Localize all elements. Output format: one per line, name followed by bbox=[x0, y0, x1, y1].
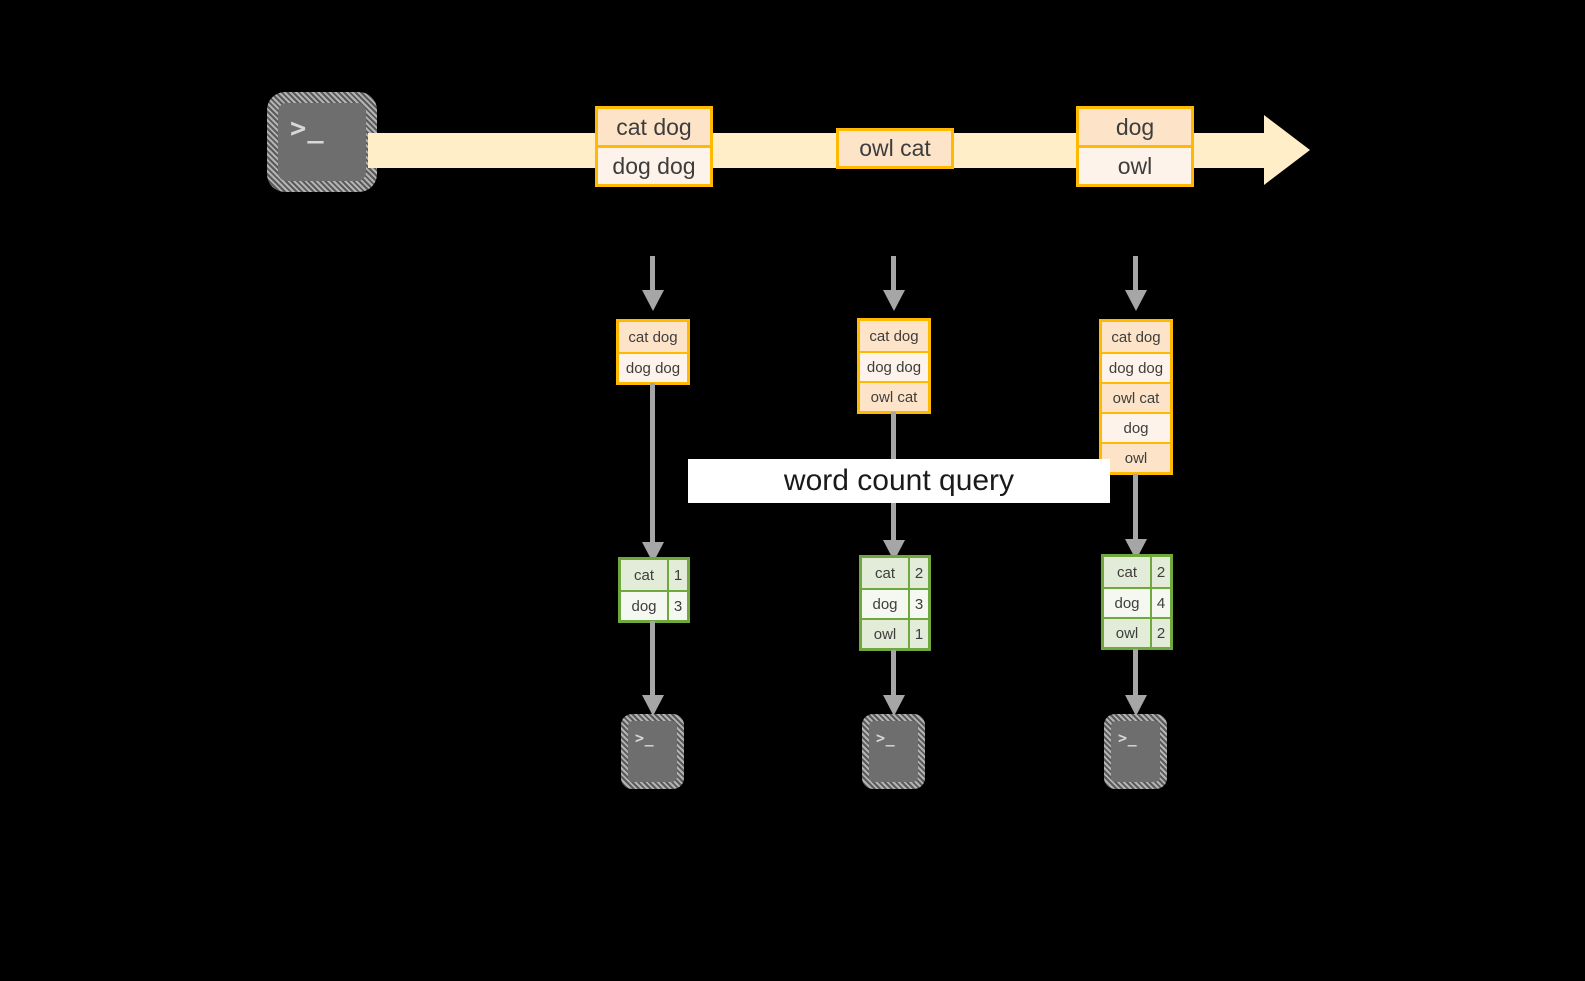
terminal-prompt-glyph: >_ bbox=[876, 729, 896, 747]
snapshot-row: cat dog bbox=[1102, 322, 1170, 352]
snapshot-table-3: cat dog dog dog owl cat dog owl bbox=[1099, 319, 1173, 475]
snapshot-row: dog bbox=[1102, 412, 1170, 442]
result-word: cat bbox=[621, 560, 667, 590]
sink-terminal-icon-3: >_ bbox=[1104, 714, 1167, 789]
stream-to-snapshot-connector-3 bbox=[1133, 256, 1138, 290]
result-word: owl bbox=[862, 620, 908, 648]
stream-event-line: cat dog bbox=[598, 109, 710, 145]
result-count: 3 bbox=[667, 592, 687, 620]
snapshot-to-result-connector-1 bbox=[650, 383, 655, 563]
snapshot-row: owl bbox=[1102, 442, 1170, 472]
result-row: cat 2 bbox=[1104, 557, 1170, 587]
stream-to-snapshot-connector-1 bbox=[650, 256, 655, 290]
result-count: 4 bbox=[1150, 589, 1170, 617]
snapshot-row: cat dog bbox=[619, 322, 687, 352]
snapshot-row: cat dog bbox=[860, 321, 928, 351]
stream-event-line: owl cat bbox=[839, 131, 951, 166]
snapshot-row: dog dog bbox=[619, 352, 687, 382]
stream-event-line: dog dog bbox=[598, 145, 710, 184]
terminal-face bbox=[869, 721, 918, 782]
result-count: 1 bbox=[908, 620, 928, 648]
result-word: dog bbox=[862, 590, 908, 618]
result-to-sink-connector-1 bbox=[650, 621, 655, 701]
result-table-3: cat 2 dog 4 owl 2 bbox=[1101, 554, 1173, 650]
result-to-sink-arrowhead-2 bbox=[883, 695, 905, 716]
result-word: dog bbox=[1104, 589, 1150, 617]
result-count: 2 bbox=[908, 558, 928, 588]
result-to-sink-arrowhead-3 bbox=[1125, 695, 1147, 716]
stream-to-snapshot-connector-2 bbox=[891, 256, 896, 290]
result-to-sink-connector-3 bbox=[1133, 649, 1138, 701]
snapshot-row: owl cat bbox=[1102, 382, 1170, 412]
event-stream-arrowhead bbox=[1264, 115, 1310, 185]
result-word: cat bbox=[862, 558, 908, 588]
result-word: owl bbox=[1104, 619, 1150, 647]
result-count: 2 bbox=[1150, 619, 1170, 647]
result-count: 3 bbox=[908, 590, 928, 618]
terminal-prompt-glyph: >_ bbox=[290, 113, 325, 144]
source-terminal-icon: >_ bbox=[267, 92, 377, 192]
result-word: dog bbox=[621, 592, 667, 620]
result-row: owl 1 bbox=[862, 618, 928, 648]
result-row: dog 4 bbox=[1104, 587, 1170, 617]
terminal-face bbox=[1111, 721, 1160, 782]
stream-event-3: dog owl bbox=[1076, 106, 1194, 187]
result-row: cat 2 bbox=[862, 558, 928, 588]
stream-to-snapshot-arrowhead-3 bbox=[1125, 290, 1147, 311]
result-to-sink-arrowhead-1 bbox=[642, 695, 664, 716]
result-row: owl 2 bbox=[1104, 617, 1170, 647]
stream-event-line: owl bbox=[1079, 145, 1191, 184]
snapshot-row: dog dog bbox=[1102, 352, 1170, 382]
result-row: dog 3 bbox=[862, 588, 928, 618]
stream-event-1: cat dog dog dog bbox=[595, 106, 713, 187]
stream-to-snapshot-arrowhead-1 bbox=[642, 290, 664, 311]
stream-to-snapshot-arrowhead-2 bbox=[883, 290, 905, 311]
result-row: dog 3 bbox=[621, 590, 687, 620]
query-label: word count query bbox=[688, 459, 1110, 503]
terminal-prompt-glyph: >_ bbox=[1118, 729, 1138, 747]
result-to-sink-connector-2 bbox=[891, 650, 896, 701]
snapshot-row: owl cat bbox=[860, 381, 928, 411]
terminal-face bbox=[628, 721, 677, 782]
sink-terminal-icon-1: >_ bbox=[621, 714, 684, 789]
snapshot-to-result-connector-3 bbox=[1133, 474, 1138, 562]
terminal-face bbox=[278, 103, 366, 181]
sink-terminal-icon-2: >_ bbox=[862, 714, 925, 789]
stream-event-2: owl cat bbox=[836, 128, 954, 169]
result-row: cat 1 bbox=[621, 560, 687, 590]
result-word: cat bbox=[1104, 557, 1150, 587]
result-table-2: cat 2 dog 3 owl 1 bbox=[859, 555, 931, 651]
terminal-prompt-glyph: >_ bbox=[635, 729, 655, 747]
result-table-1: cat 1 dog 3 bbox=[618, 557, 690, 623]
result-count: 2 bbox=[1150, 557, 1170, 587]
snapshot-table-1: cat dog dog dog bbox=[616, 319, 690, 385]
snapshot-row: dog dog bbox=[860, 351, 928, 381]
stream-event-line: dog bbox=[1079, 109, 1191, 145]
snapshot-table-2: cat dog dog dog owl cat bbox=[857, 318, 931, 414]
result-count: 1 bbox=[667, 560, 687, 590]
